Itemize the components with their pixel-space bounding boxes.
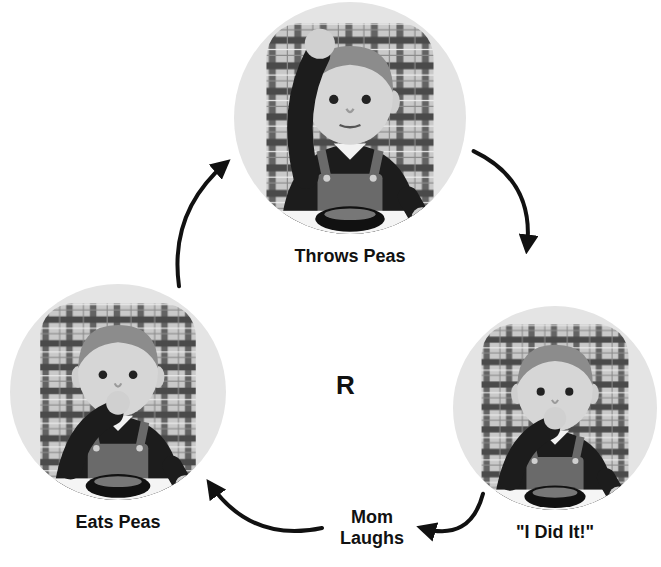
node-label: Eats Peas bbox=[0, 512, 266, 533]
photo-node: Eats Peas bbox=[10, 284, 226, 500]
center-label: R bbox=[336, 370, 355, 400]
cycle-arrow bbox=[422, 494, 483, 531]
node-label: "I Did It!" bbox=[413, 522, 661, 543]
node-label: Mom Laughs bbox=[330, 507, 414, 549]
cycle-arrow bbox=[210, 484, 322, 531]
text-node: Mom Laughs bbox=[330, 507, 414, 549]
photo-node: "I Did It!" bbox=[453, 306, 657, 510]
baby-photo bbox=[453, 306, 657, 510]
cycle-arrow bbox=[177, 163, 226, 286]
baby-photo bbox=[10, 284, 226, 500]
cycle-arrow bbox=[474, 151, 528, 248]
photo-node: Throws Peas bbox=[234, 2, 466, 234]
baby-photo bbox=[234, 2, 466, 234]
node-label: Throws Peas bbox=[194, 246, 506, 267]
